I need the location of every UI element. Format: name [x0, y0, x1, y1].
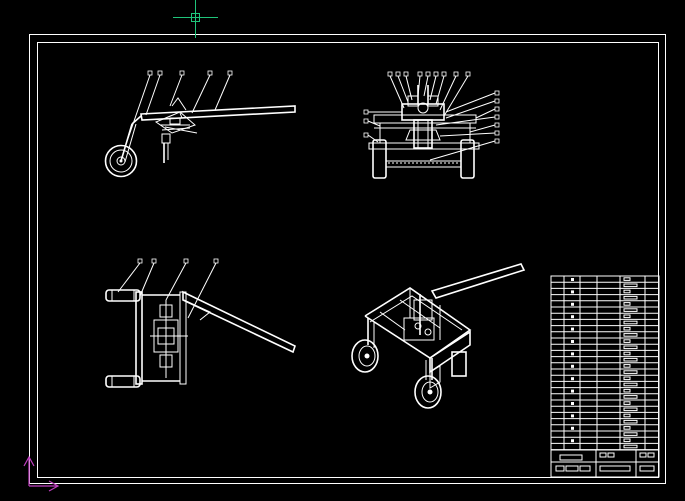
parts-list-cell-mark	[571, 402, 574, 405]
parts-list-cell-mark	[571, 377, 574, 381]
side-wheel	[104, 144, 138, 178]
parts-list-cell-mark	[571, 389, 574, 393]
ucs-axis-icon	[23, 455, 60, 492]
parts-list-name-mark	[623, 444, 638, 449]
parts-list-name-mark	[623, 395, 638, 399]
parts-list-cell-mark	[571, 352, 574, 356]
side-view[interactable]	[104, 70, 296, 178]
top-view[interactable]	[105, 258, 296, 388]
parts-list-name-mark	[623, 326, 631, 331]
parts-list-name-mark	[623, 277, 631, 281]
parts-list-cell-mark	[571, 340, 574, 343]
parts-list-name-mark	[623, 302, 631, 306]
parts-list-cell-mark	[571, 327, 574, 331]
parts-list-cell-mark	[571, 290, 574, 294]
parts-list-name-mark	[623, 345, 638, 350]
parts-list-name-mark	[623, 419, 638, 424]
parts-list-name-mark	[623, 438, 631, 443]
crosshair-cursor-icon	[173, 0, 218, 38]
parts-list-name-mark	[623, 333, 638, 337]
isometric-view[interactable]	[351, 263, 526, 409]
parts-list-name-mark	[623, 351, 631, 356]
front-left-wheel	[372, 139, 387, 179]
top-upper-wheel	[105, 289, 141, 302]
parts-list-name-mark	[623, 432, 638, 436]
parts-list-cell-mark	[571, 278, 574, 281]
parts-list-name-mark	[623, 308, 638, 312]
parts-list-name-mark	[623, 370, 638, 374]
parts-list-name-mark	[623, 388, 631, 393]
parts-list-cell-mark	[571, 364, 574, 368]
parts-list-cell-mark	[571, 439, 574, 443]
parts-list-name-mark	[623, 314, 631, 319]
parts-list-name-mark	[623, 357, 638, 362]
parts-list-name-mark	[623, 413, 631, 418]
parts-list-name-mark	[623, 320, 638, 325]
parts-list-name-mark	[623, 295, 638, 300]
parts-list-cell-mark	[571, 426, 574, 430]
sheet-inner-border	[37, 42, 659, 478]
parts-list-name-mark	[623, 401, 631, 405]
parts-list-name-mark	[623, 339, 631, 343]
parts-list-cell-mark	[571, 302, 574, 306]
parts-list-name-mark	[623, 407, 638, 412]
parts-list-name-mark	[623, 426, 631, 430]
parts-list-name-mark	[623, 283, 638, 288]
sheet-outer-border	[29, 34, 666, 484]
parts-list-name-mark	[623, 289, 631, 294]
parts-list-name-mark	[623, 382, 638, 387]
parts-list-cell-mark	[571, 414, 574, 418]
iso-right-wheel	[414, 375, 442, 409]
parts-list-cell-mark	[571, 315, 574, 319]
top-lower-wheel	[105, 375, 141, 388]
iso-left-wheel	[351, 339, 379, 373]
front-right-wheel	[460, 139, 475, 179]
front-view[interactable]	[363, 71, 500, 179]
parts-list-table	[550, 275, 660, 478]
parts-list-name-mark	[623, 364, 631, 368]
parts-list-name-mark	[623, 376, 631, 381]
